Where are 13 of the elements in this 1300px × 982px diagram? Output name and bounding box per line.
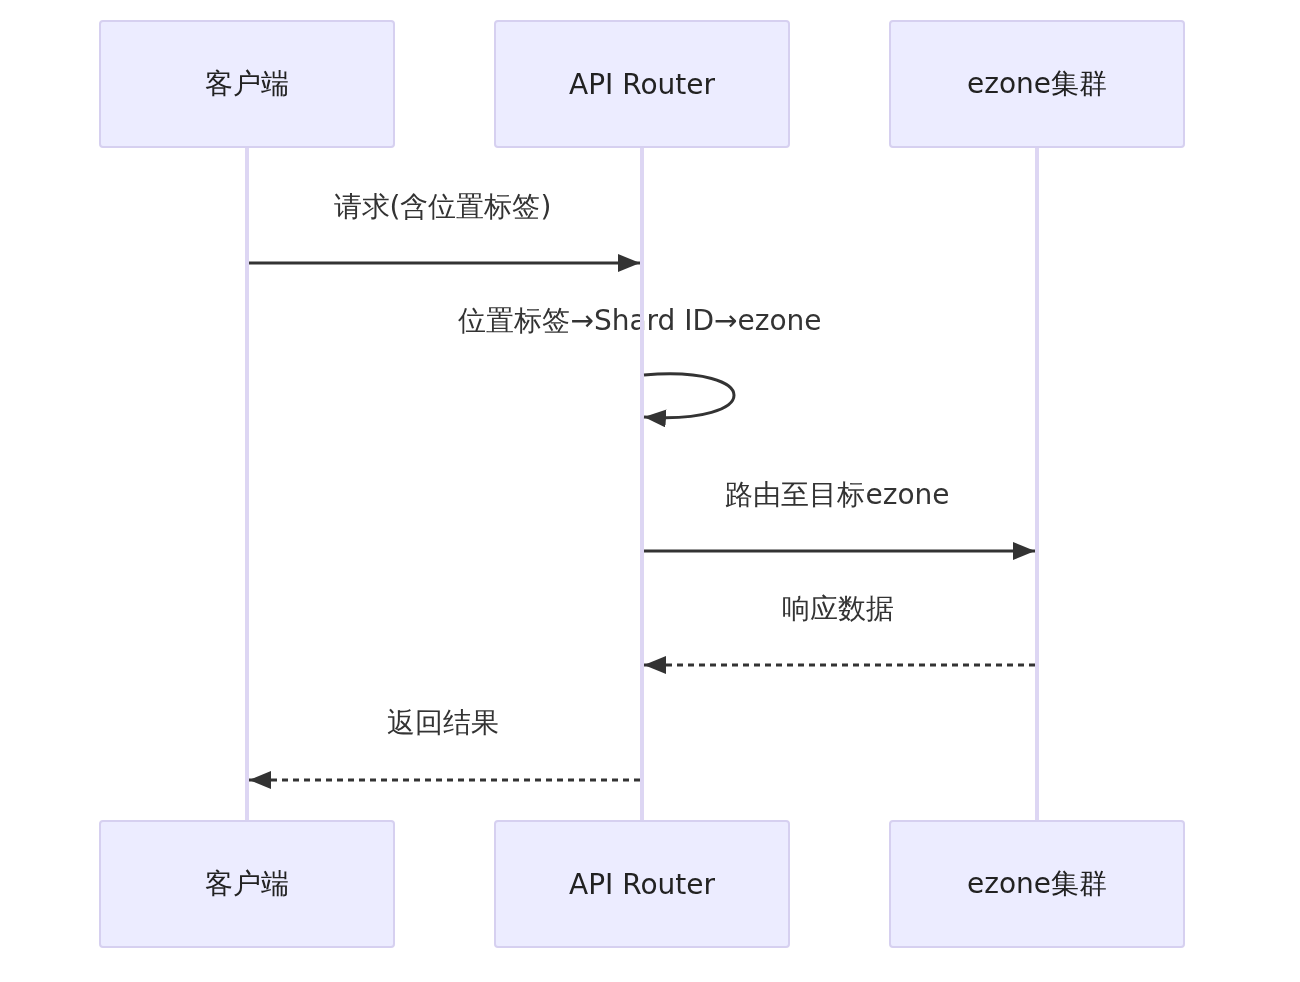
message-arrow xyxy=(644,542,1035,560)
participant-box: 客户端 xyxy=(99,820,395,948)
message-arrow xyxy=(249,254,640,272)
message-arrow xyxy=(249,771,640,789)
participant-box: API Router xyxy=(494,820,790,948)
participant-box: API Router xyxy=(494,20,790,148)
participant-box: 客户端 xyxy=(99,20,395,148)
participant-box: ezone集群 xyxy=(889,820,1185,948)
message-arrow xyxy=(643,372,736,427)
lifeline xyxy=(245,148,249,820)
lifeline xyxy=(1035,148,1039,820)
message-arrow xyxy=(644,656,1035,674)
participant-box: ezone集群 xyxy=(889,20,1185,148)
